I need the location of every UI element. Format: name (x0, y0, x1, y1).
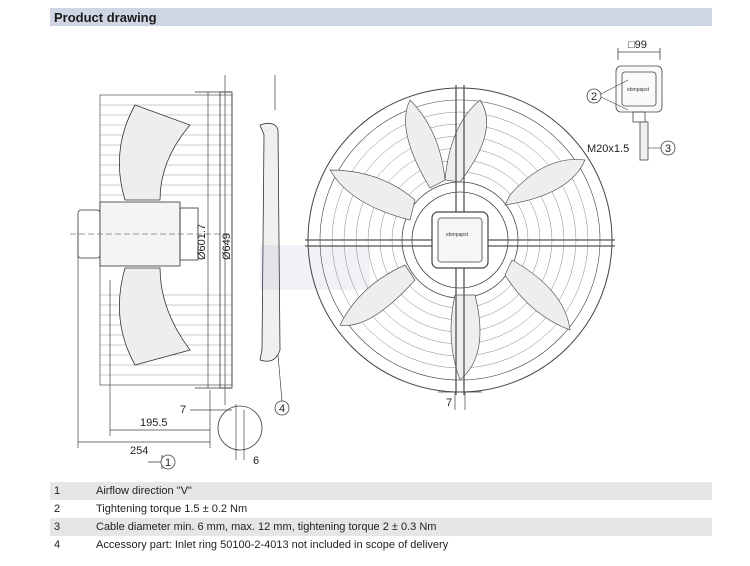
note-row: 2 Tightening torque 1.5 ± 0.2 Nm (50, 500, 712, 518)
detail-circle (217, 405, 263, 451)
dim-254: 254 (130, 445, 148, 457)
notes-table: 1 Airflow direction "V" 2 Tightening tor… (50, 482, 712, 554)
front-view (305, 85, 615, 395)
callout-3: 3 (665, 143, 671, 155)
terminal-box-detail (615, 48, 663, 161)
note-row: 3 Cable diameter min. 6 mm, max. 12 mm, … (50, 518, 712, 536)
dim-6: 6 (253, 455, 259, 467)
callout-1: 1 (165, 457, 171, 469)
side-view (70, 75, 233, 405)
dim-195: 195.5 (140, 417, 168, 429)
product-drawing: Ø601.7 Ø649 195.5 254 7 1 6 4 (50, 30, 720, 480)
dim-d649: Ø649 (221, 233, 233, 260)
note-row: 1 Airflow direction "V" (50, 482, 712, 500)
technical-drawing-svg: Ø601.7 Ø649 195.5 254 7 1 6 4 (70, 39, 676, 470)
callout-1-circle (160, 454, 176, 470)
note-number: 2 (50, 500, 94, 518)
note-row: 4 Accessory part: Inlet ring 50100-2-401… (50, 536, 712, 554)
dim-d601: Ø601.7 (196, 224, 208, 260)
inlet-ring-profile (259, 75, 281, 362)
callout-4: 4 (279, 403, 285, 415)
note-number: 1 (50, 482, 94, 500)
note-text: Accessory part: Inlet ring 50100-2-4013 … (94, 536, 712, 554)
watermark (260, 245, 370, 290)
note-text: Cable diameter min. 6 mm, max. 12 mm, ti… (94, 518, 712, 536)
terminal-brand-label: ebmpapst (627, 87, 650, 93)
callout-2-circle (586, 88, 602, 104)
dim-m20: M20x1.5 (587, 143, 629, 155)
bottom-dim-lines (77, 230, 232, 448)
dim-box99: □99 (628, 39, 647, 51)
callout-2: 2 (591, 91, 597, 103)
note-text: Tightening torque 1.5 ± 0.2 Nm (94, 500, 712, 518)
note-number: 4 (50, 536, 94, 554)
section-title: Product drawing (50, 8, 712, 26)
hub-brand-label: ebmpapst (446, 232, 469, 238)
note-text: Airflow direction "V" (94, 482, 712, 500)
dim-7-left: 7 (180, 404, 186, 416)
dim-7-right: 7 (446, 397, 452, 409)
note-number: 3 (50, 518, 94, 536)
